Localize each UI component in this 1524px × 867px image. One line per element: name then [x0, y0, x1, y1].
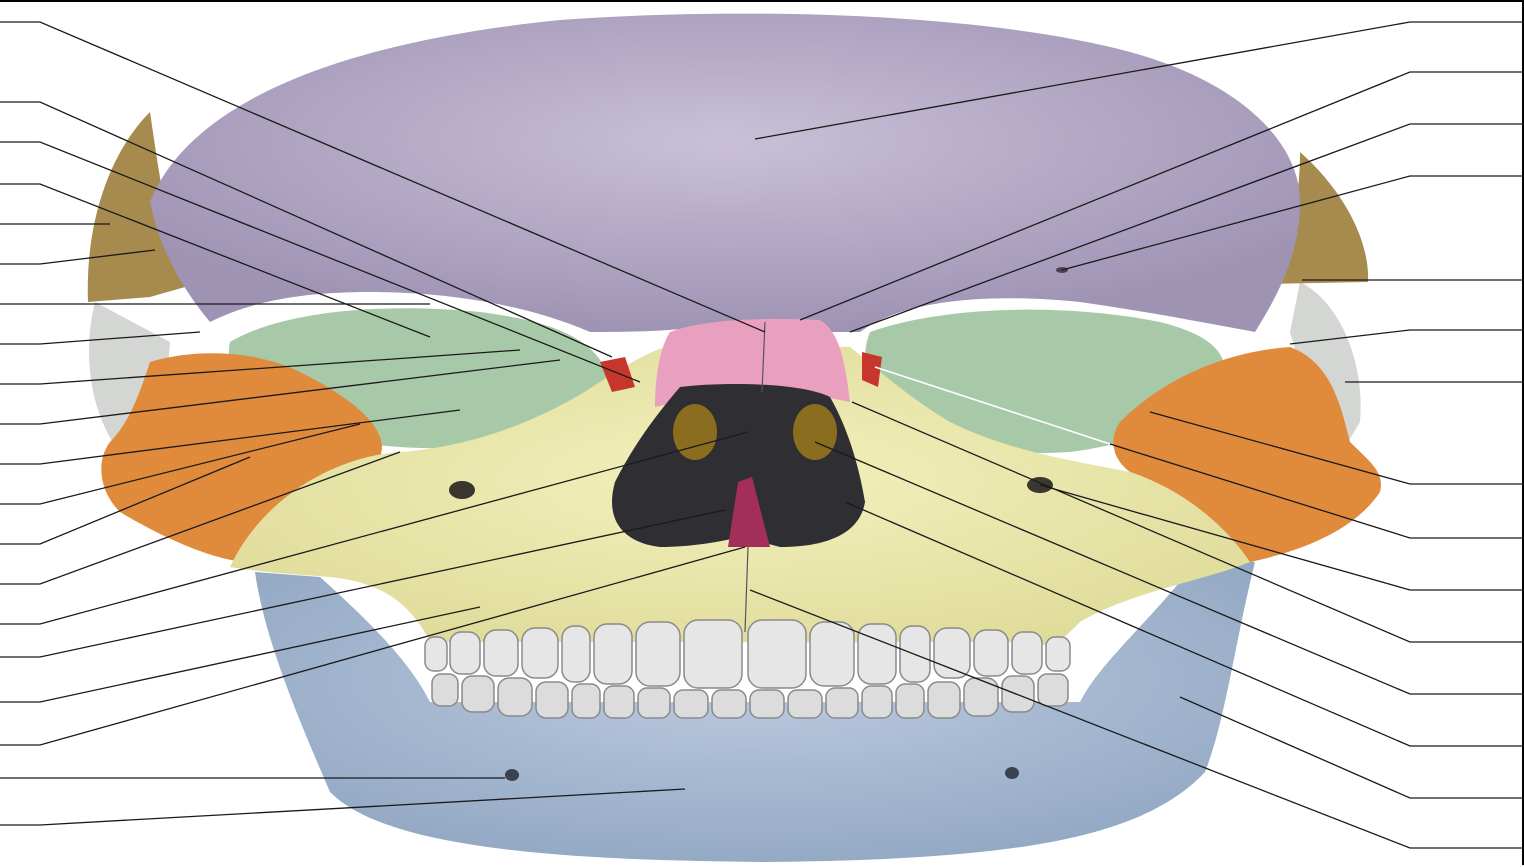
infraorbital-foramen-right [449, 481, 475, 499]
ethmoid-concha-left [793, 404, 837, 460]
ethmoid-concha-right [673, 404, 717, 460]
leader-line-R14 [1180, 697, 1524, 798]
mental-foramen-right [505, 769, 519, 781]
mental-foramen-left [1005, 767, 1019, 779]
frontal-bone [150, 14, 1300, 332]
